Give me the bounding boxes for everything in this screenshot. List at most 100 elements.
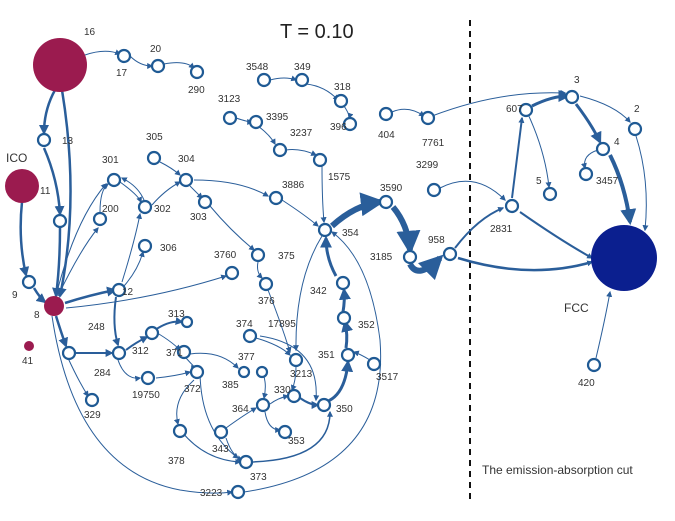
- edge-19750-372: [155, 370, 192, 379]
- label-2: 2: [634, 104, 640, 115]
- label-8: 8: [34, 310, 40, 321]
- node-3760: [224, 265, 240, 281]
- label-385: 385: [222, 380, 239, 391]
- label-3: 3: [574, 75, 580, 86]
- node-3886: [268, 190, 284, 206]
- node-354: [317, 222, 333, 238]
- label-284: 284: [94, 368, 111, 379]
- label-3457: 3457: [596, 176, 619, 187]
- label-3517: 3517: [376, 372, 399, 383]
- node-312: [111, 345, 127, 361]
- edge-958-2831: [454, 206, 505, 249]
- edge-312-19750: [117, 359, 142, 382]
- edge-3590-3185: [390, 205, 421, 255]
- node-364: [255, 397, 271, 413]
- edge-1575-354: [320, 164, 327, 224]
- node-11: [52, 213, 68, 229]
- label-304: 304: [178, 154, 195, 165]
- label-330: 330: [274, 385, 291, 396]
- node-306: [137, 238, 153, 254]
- label-312: 312: [132, 346, 149, 357]
- label-3123: 3123: [218, 94, 241, 105]
- node-396: [342, 116, 358, 132]
- label-350: 350: [336, 404, 353, 415]
- edge-330-350: [299, 397, 320, 409]
- edge-3237-1575: [285, 149, 318, 156]
- node-342: [335, 275, 351, 291]
- edge-364-330: [269, 394, 290, 405]
- label-420: 420: [578, 378, 595, 389]
- node-305: [146, 150, 162, 166]
- label-41: 41: [22, 356, 34, 367]
- edge-20-290: [163, 62, 195, 69]
- edge-378-373: [181, 431, 242, 465]
- edge-12-312: [112, 296, 120, 347]
- label-11: 11: [40, 186, 51, 197]
- edge-3223-354: [243, 231, 382, 493]
- label-342: 342: [310, 286, 327, 297]
- node-376: [258, 276, 274, 292]
- edge-2831-fcc: [519, 211, 594, 259]
- label-9: 9: [12, 290, 18, 301]
- edges: [19, 49, 649, 496]
- node-330: [286, 388, 302, 404]
- label-3223: 3223: [200, 488, 223, 499]
- edge-350-351: [325, 359, 354, 404]
- cut-label: The emission-absorption cut: [482, 463, 633, 477]
- node-313: [144, 325, 160, 341]
- edge-3-4: [574, 103, 602, 145]
- edge-3517-351: [352, 350, 371, 361]
- edge-2-fcc: [635, 135, 649, 232]
- node-373: [238, 454, 254, 470]
- edge-8-3223: [51, 315, 234, 496]
- node-41-circle: [24, 341, 34, 351]
- edge-17895-350: [259, 335, 320, 402]
- edge-351-352: [341, 319, 354, 349]
- label-375: 375: [278, 251, 295, 262]
- label-5: 5: [536, 176, 542, 187]
- edge-4-fcc: [608, 154, 637, 226]
- label-ico: ICO: [6, 151, 27, 165]
- label-372: 372: [184, 384, 201, 395]
- node-318: [333, 93, 349, 109]
- node-1575: [312, 152, 328, 168]
- node-290: [189, 64, 205, 80]
- label-353: 353: [288, 436, 305, 447]
- edge-3185-958: [407, 254, 444, 281]
- edge-4-3457: [581, 149, 599, 170]
- diagram-title: T = 0.10: [280, 21, 354, 43]
- label-371: 371: [166, 348, 183, 359]
- label-fcc: FCC: [564, 301, 589, 315]
- edge-302-304: [151, 181, 182, 206]
- node-fcc-circle: [591, 225, 657, 291]
- edge-3-2: [579, 95, 631, 123]
- edge-318-396: [343, 105, 354, 120]
- edge-305-304: [159, 161, 181, 176]
- label-3760: 3760: [214, 250, 237, 261]
- edge-302-301: [120, 177, 145, 201]
- edge-375-376: [256, 261, 263, 279]
- edge-343-364: [225, 407, 258, 429]
- label-3395: 3395: [266, 112, 289, 123]
- node-3: [564, 89, 580, 105]
- node-303: [197, 194, 213, 210]
- node-19750: [140, 370, 156, 386]
- label-352: 352: [358, 320, 375, 331]
- edge-301-302: [119, 181, 142, 204]
- node-low: [61, 345, 77, 361]
- label-12: 12: [122, 287, 134, 298]
- label-20: 20: [150, 44, 162, 55]
- node-301: [106, 172, 122, 188]
- label-306: 306: [160, 243, 177, 254]
- label-4: 4: [614, 137, 620, 148]
- edge-16-8: [56, 89, 72, 298]
- edge-ico-9: [19, 201, 30, 277]
- node-200: [92, 211, 108, 227]
- node-607: [518, 102, 534, 118]
- node-17: [116, 48, 132, 64]
- label-318: 318: [334, 82, 351, 93]
- nodes: [21, 48, 643, 500]
- edge-8-301: [55, 183, 107, 297]
- label-17: 17: [116, 68, 128, 79]
